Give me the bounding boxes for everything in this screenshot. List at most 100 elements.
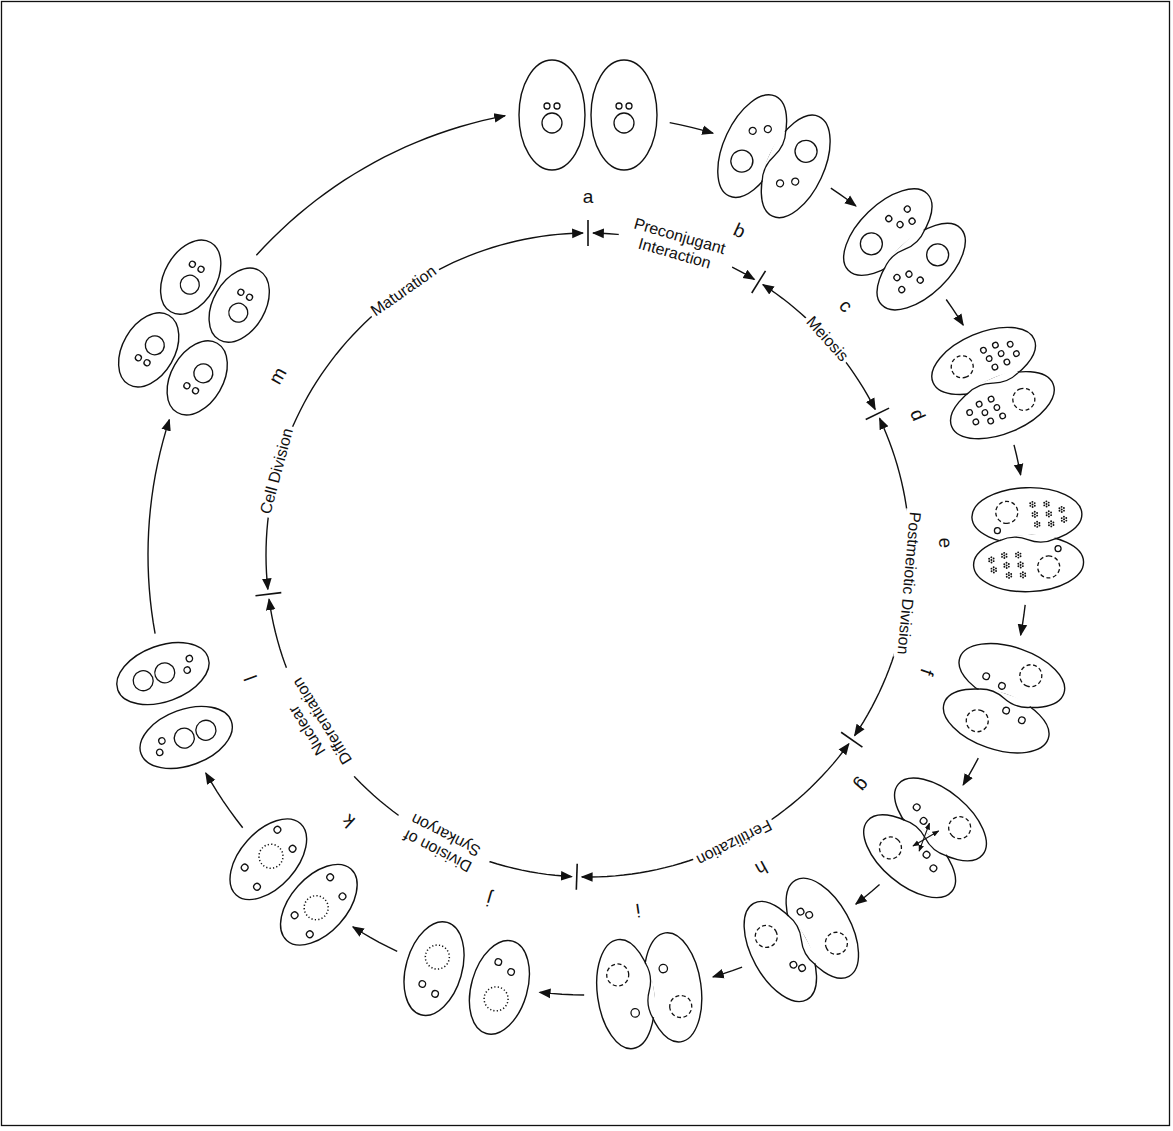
nucleus-cluster: [1061, 516, 1068, 523]
micronucleus: [1002, 706, 1010, 714]
micronucleus: [893, 273, 901, 281]
nucleus-dot: [1034, 513, 1036, 515]
macronucleus: [190, 360, 216, 386]
nucleus-dot: [1020, 575, 1022, 577]
exchange-arrow: [911, 823, 937, 851]
nucleus-dot: [1020, 573, 1022, 575]
nucleus-dot: [1020, 564, 1022, 566]
nucleus-cluster: [1029, 501, 1036, 508]
cell-contents: [993, 499, 1067, 534]
nucleus-dot: [1022, 571, 1024, 573]
micronucleus: [805, 910, 814, 919]
cell-stage: [519, 60, 657, 170]
phase-label: Nuclear Differentiation: [265, 662, 364, 790]
nucleus-cluster: [1043, 500, 1050, 507]
micronucleus: [798, 964, 807, 973]
cell-contents: [889, 236, 953, 299]
micronucleus: [338, 892, 347, 901]
nucleus-cluster: [1032, 511, 1039, 518]
nucleus-dot: [1046, 512, 1048, 514]
stage-arrow: [1021, 605, 1026, 635]
phase-label: Preconjugant Interaction: [615, 212, 739, 280]
micronucleus: [885, 214, 893, 222]
nucleus-cluster: [988, 556, 995, 563]
macronucleus: [821, 928, 851, 958]
nucleus-dot: [1046, 506, 1048, 508]
cell-stage: [590, 929, 708, 1052]
macronucleus: [922, 239, 953, 270]
nucleus-dot: [1059, 510, 1061, 512]
phase-label-holder: Maturation: [365, 260, 442, 322]
nucleus-dot: [1046, 514, 1048, 516]
nucleus-dot: [1058, 507, 1060, 509]
macronucleus: [751, 921, 781, 951]
nucleus-dot: [1006, 556, 1008, 558]
nucleus-cluster: [1034, 521, 1041, 528]
nucleus-dot: [1061, 511, 1063, 513]
stage-arrow: [148, 420, 169, 634]
macronucleus: [875, 832, 906, 863]
macronucleus: [791, 137, 820, 166]
stage-arrow: [353, 927, 397, 952]
nucleus-dot: [1045, 500, 1047, 502]
micronucleus: [993, 404, 1000, 411]
nucleus-dot: [1034, 511, 1036, 513]
micronucleus: [994, 528, 1000, 534]
nucleus-dot: [1022, 576, 1024, 578]
stage-letter: d: [905, 406, 929, 424]
cell-contents: [856, 199, 920, 262]
nucleus-dot: [1024, 572, 1026, 574]
cell-outline: [197, 257, 282, 352]
phase-label: Cell Division: [256, 424, 298, 520]
cell-outline: [973, 534, 1085, 594]
cell-outline: [215, 805, 321, 914]
nucleus-dot: [1008, 566, 1010, 568]
phase-tick: [255, 593, 281, 596]
phase-label-holder: Division of Synkaryon: [388, 802, 496, 881]
nucleus-dot: [1036, 523, 1038, 525]
nucleus-cluster: [1006, 572, 1013, 579]
nucleus-cluster: [1020, 571, 1027, 578]
micronucleus: [494, 958, 502, 966]
cell-contents: [481, 958, 518, 1014]
micronucleus: [183, 666, 191, 674]
micronucleus: [919, 816, 928, 825]
micronucleus: [896, 220, 904, 228]
macronucleus: [142, 332, 168, 358]
macronucleus-anlage: [193, 717, 219, 743]
micronucleus: [791, 177, 800, 186]
cell-outline: [971, 486, 1083, 546]
micronucleus: [966, 409, 973, 416]
macronucleus: [727, 147, 756, 176]
phase-label-holder: Meiosis: [800, 311, 854, 368]
cell-outline: [519, 60, 585, 170]
cell-contents: [981, 651, 1045, 701]
conjugation-junction: [966, 369, 1020, 396]
nucleus-dot: [1038, 522, 1040, 524]
nucleus-dot: [993, 566, 995, 568]
nucleus-cluster: [1046, 510, 1053, 517]
cell-outline: [590, 936, 661, 1053]
macronucleus: [856, 228, 887, 259]
micronucleus: [431, 990, 439, 998]
stage-arrow: [670, 123, 713, 133]
micronucleus: [156, 748, 164, 756]
cell-stage: [935, 631, 1073, 765]
phase-label-holder: Postmeiotic Division: [893, 508, 924, 658]
cell-contents: [751, 917, 806, 984]
micronucleus: [237, 288, 245, 296]
conjugation-junction: [1000, 536, 1056, 544]
nucleus-dot: [1022, 563, 1024, 565]
nucleus-dot: [1006, 564, 1008, 566]
nucleus-dot: [1008, 572, 1010, 574]
macronucleus: [614, 113, 634, 133]
micronucleus: [273, 825, 282, 834]
nucleus-cluster: [1048, 520, 1055, 527]
micronucleus: [183, 382, 191, 390]
stage-letter-holder: l: [241, 672, 263, 683]
cell-outline: [850, 799, 970, 913]
nucleus-dot: [1019, 553, 1021, 555]
junction-cover: [1001, 534, 1055, 545]
macronucleus: [423, 942, 453, 972]
